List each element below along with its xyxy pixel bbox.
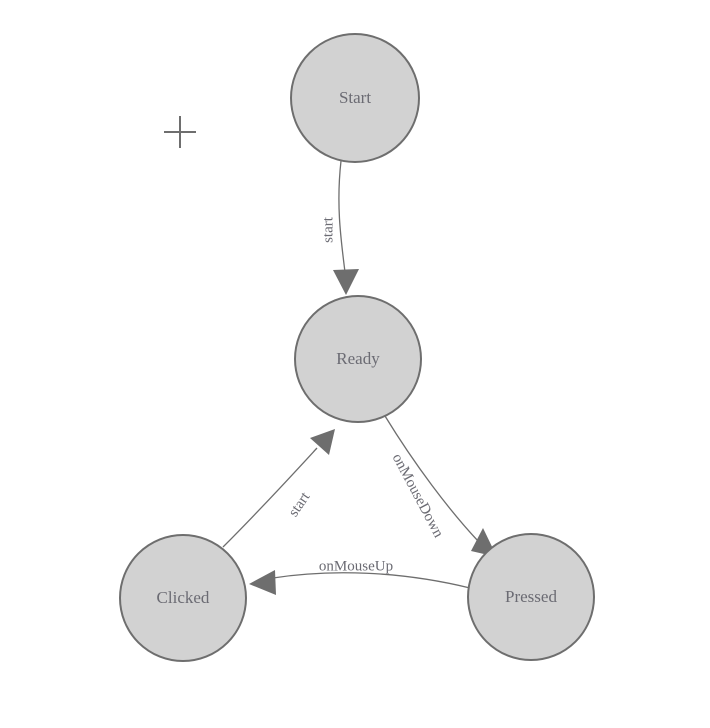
node-clicked[interactable]: Clicked [119,534,247,662]
edge-label-pressed-to-clicked: onMouseUp [319,558,393,574]
node-shape [294,295,422,423]
arrowhead-icon [333,269,359,295]
edge-line [222,447,318,548]
edge-label-start-to-ready: start [320,216,336,243]
edge-clicked-to-ready[interactable]: start [222,429,335,548]
edge-label-clicked-to-ready: start [286,489,314,520]
node-label-start: Start [339,88,371,107]
arrowhead-icon [249,570,276,595]
edge-label-ready-to-pressed: onMouseDown [389,451,447,541]
node-label-pressed: Pressed [505,587,557,606]
node-label-ready: Ready [336,349,380,368]
edge-line [272,572,471,589]
node-ready[interactable]: Ready [294,295,422,423]
node-shape [467,533,595,661]
node-shape [290,33,420,163]
crosshair-icon [164,116,196,148]
node-pressed[interactable]: Pressed [467,533,595,661]
edge-ready-to-pressed[interactable]: onMouseDown [384,415,497,557]
node-start[interactable]: Start [290,33,420,163]
node-shape [119,534,247,662]
arrowhead-icon [310,429,335,455]
node-label-clicked: Clicked [157,588,210,607]
edge-line [384,415,479,542]
edge-start-to-ready[interactable]: start [320,160,359,295]
edge-pressed-to-clicked[interactable]: onMouseUp [249,558,471,595]
edge-line [338,160,346,273]
